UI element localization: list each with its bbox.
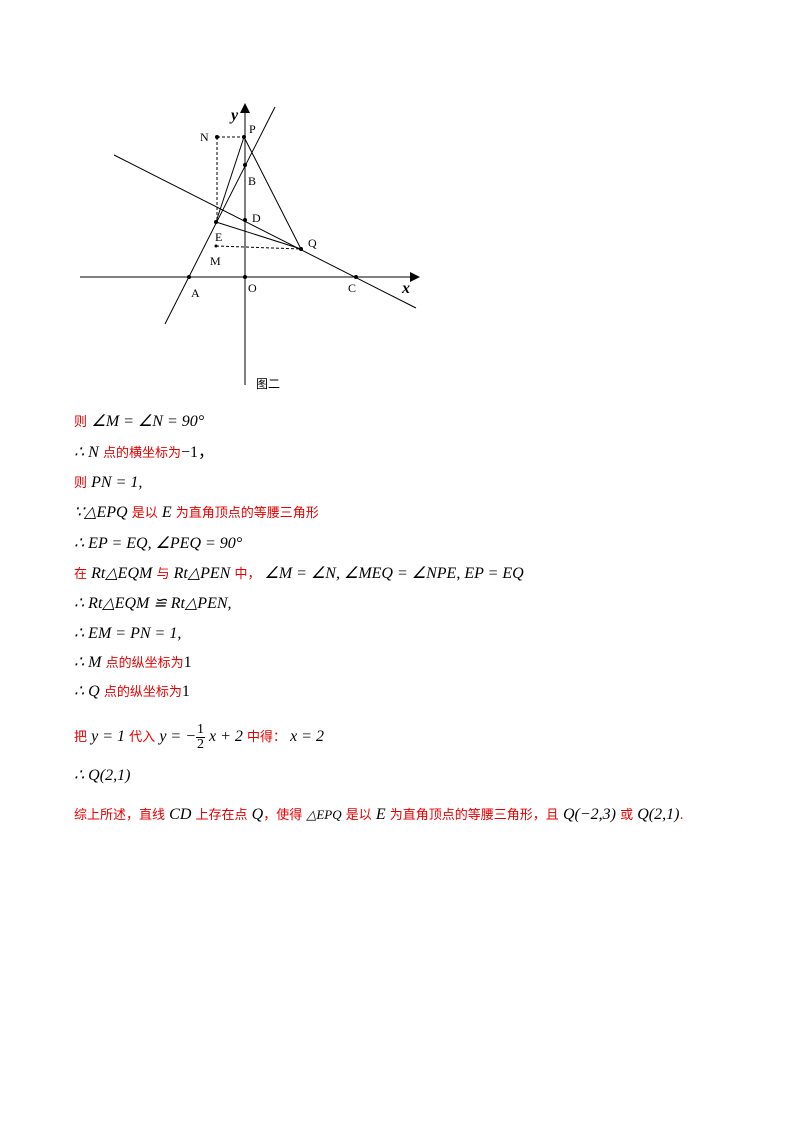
segment-eq (215, 221, 302, 250)
fraction-denominator: 2 (197, 736, 205, 752)
solution-line-8: ∴ EM = PN = 1, (74, 624, 181, 644)
line-5-math: ∴ EP = EQ, ∠PEQ = 90° (74, 535, 243, 552)
label-p: P (249, 122, 256, 136)
point-d (243, 218, 247, 222)
line-4-math-2: E (161, 504, 172, 521)
line-10-math-2: 1 (181, 683, 190, 700)
line-cd (113, 154, 417, 309)
line-13-math-2: Q (251, 806, 264, 823)
point-p (242, 135, 246, 139)
line-6-math-2: Rt△PEN (173, 565, 231, 582)
line-11-math-3: x + 2 (205, 728, 243, 745)
line-13-text-3: ，使得 (263, 808, 307, 823)
line-9-math-1: ∴ M (74, 654, 102, 671)
label-o: O (248, 281, 257, 295)
line-13-math-6: Q(2,1) (637, 806, 680, 823)
label-a: A (191, 286, 200, 300)
line-13-math-1: CD (169, 806, 192, 823)
line-11-math-1: y = 1 (91, 728, 126, 745)
figure-caption: 图二 (256, 377, 280, 391)
line-10-math-1: ∴ Q (74, 683, 100, 700)
dashed-mq (215, 245, 302, 250)
point-m (214, 244, 218, 248)
line-4-math-1: ∵△EPQ (74, 504, 128, 521)
point-a (187, 275, 191, 279)
line-11-text-2: 代入 (125, 730, 160, 745)
line-8-math: ∴ EM = PN = 1, (74, 625, 182, 642)
solution-line-13: 综上所述，直线 CD 上存在点 Q，使得 △EPQ 是以 E 为直角顶点的等腰三… (74, 805, 684, 826)
line-2-math-1: ∴ N (74, 444, 99, 461)
label-n: N (200, 130, 209, 144)
line-1-math: ∠M = ∠N = 90° (91, 413, 205, 430)
label-c: C (348, 281, 356, 295)
coordinate-diagram: y x P N B D E Q M A O C 图二 (80, 103, 420, 391)
line-13-text-7: . (679, 808, 684, 823)
line-2-text: 点的横坐标为 (98, 446, 181, 461)
solution-line-9: ∴ M 点的纵坐标为1 (74, 653, 192, 674)
point-e (214, 220, 218, 224)
segment-ep (215, 136, 245, 223)
line-13-text-4: 是以 (341, 808, 376, 823)
line-6-math-1: Rt△EQM (91, 565, 153, 582)
point-q (299, 247, 303, 251)
label-y: y (229, 107, 239, 124)
solution-line-6: 在 Rt△EQM 与 Rt△PEN 中， ∠M = ∠N, ∠MEQ = ∠NP… (74, 564, 524, 585)
solution-line-5: ∴ EP = EQ, ∠PEQ = 90° (74, 534, 242, 554)
line-4-text-1: 是以 (127, 506, 162, 521)
line-ab (164, 106, 276, 325)
y-axis-arrow (240, 103, 250, 113)
line-12-math: ∴ Q(2,1) (74, 767, 131, 784)
label-m: M (210, 254, 221, 268)
point-b (243, 163, 247, 167)
segment-pq (243, 136, 302, 250)
line-13-math-5: Q(−2,3) (562, 806, 616, 823)
line-6-text-1: 在 (74, 567, 92, 582)
line-3-text: 则 (74, 476, 92, 491)
solution-line-3: 则 PN = 1, (74, 473, 142, 494)
x-axis-arrow (410, 272, 420, 282)
line-13-math-4: E (375, 806, 386, 823)
point-c (354, 275, 358, 279)
solution-line-12: ∴ Q(2,1) (74, 766, 130, 786)
solution-line-1: 则 ∠M = ∠N = 90° (74, 412, 204, 433)
solution-line-7: ∴ Rt△EQM ≌ Rt△PEN, (74, 594, 232, 614)
line-10-text: 点的纵坐标为 (99, 685, 182, 700)
line-13-text-6: 或 (615, 808, 638, 823)
label-e: E (215, 230, 222, 244)
label-q: Q (308, 236, 317, 250)
line-7-math: ∴ Rt△EQM ≌ Rt△PEN, (74, 595, 232, 612)
line-13-text-1: 综上所述，直线 (74, 808, 170, 823)
line-11-text-3: 中得： (242, 730, 287, 745)
line-6-math-3: ∠M = ∠N, ∠MEQ = ∠NPE, EP = EQ (260, 565, 524, 582)
line-6-text-3: 中， (230, 567, 261, 582)
line-6-text-2: 与 (152, 567, 174, 582)
line-13-math-3: △EPQ (306, 807, 342, 822)
line-9-text: 点的纵坐标为 (101, 656, 184, 671)
line-13-text-2: 上存在点 (191, 808, 252, 823)
line-2-math-2: −1， (181, 444, 215, 461)
line-9-math-2: 1 (183, 654, 192, 671)
point-n (215, 135, 219, 139)
line-1-text: 则 (74, 415, 88, 430)
line-13-text-5: 为直角顶点的等腰三角形，且 (385, 808, 563, 823)
line-11-text-1: 把 (74, 730, 92, 745)
fraction-numerator: 1 (196, 721, 206, 738)
geometry-figure: y x P N B D E Q M A O C 图二 (70, 95, 430, 395)
line-11-math-2: y = − (159, 728, 197, 745)
solution-line-10: ∴ Q 点的纵坐标为1 (74, 682, 190, 703)
solution-line-4: ∵△EPQ 是以 E 为直角顶点的等腰三角形 (74, 503, 319, 524)
line-11-math-4: x = 2 (286, 728, 324, 745)
line-3-math: PN = 1, (91, 474, 143, 491)
point-o (243, 275, 247, 279)
label-b: B (248, 174, 256, 188)
line-4-text-2: 为直角顶点的等腰三角形 (171, 506, 319, 521)
label-d: D (252, 211, 261, 225)
solution-line-2: ∴ N 点的横坐标为−1， (74, 443, 214, 464)
label-x: x (401, 280, 410, 297)
